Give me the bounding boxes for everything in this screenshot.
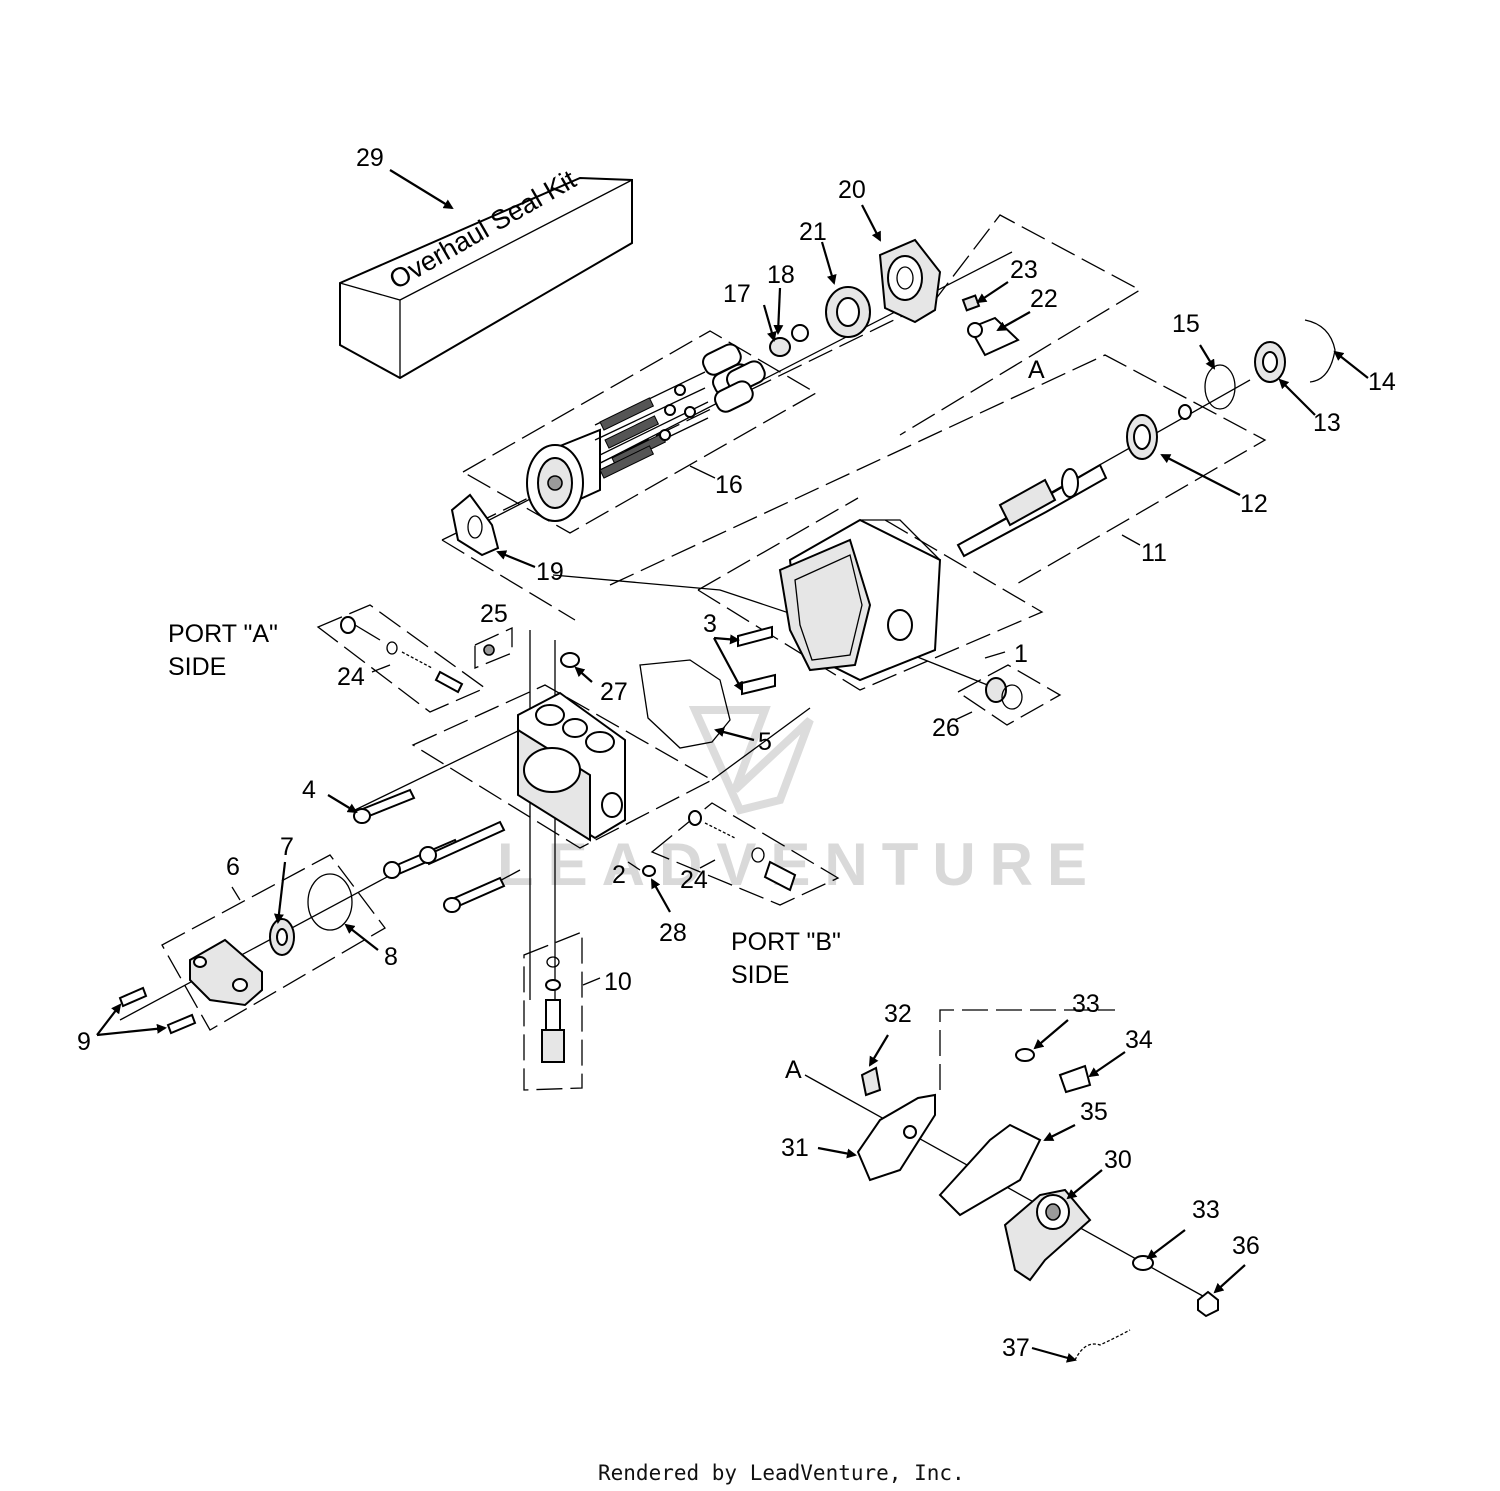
callout-29: 29 [356, 144, 384, 172]
shaft-seals-upper [769, 286, 871, 357]
center-section [517, 691, 626, 842]
axis-lines [119, 251, 1251, 1301]
callout-12: 12 [1240, 490, 1268, 518]
callout-33-upper: 33 [1072, 990, 1100, 1018]
check-valve-port-a [340, 616, 464, 694]
callout-6: 6 [226, 853, 240, 881]
callout-9: 9 [77, 1028, 91, 1056]
shaft-bearing [1126, 414, 1158, 460]
callout-24-upper: 24 [337, 663, 365, 691]
callout-25: 25 [480, 600, 508, 628]
kit-outlines [161, 214, 1267, 1091]
rotating-kit [526, 343, 766, 522]
callout-labels: 29 20 21 18 17 23 22 A 15 14 13 16 12 11… [77, 144, 1396, 1362]
ref-a-upper: A [1028, 356, 1045, 384]
callout-16: 16 [715, 471, 743, 499]
leader-lines [96, 169, 1369, 1363]
port-b-line1: PORT "B" [731, 928, 841, 956]
callout-8: 8 [384, 943, 398, 971]
callout-21: 21 [799, 218, 827, 246]
footer-credit: Rendered by LeadVenture, Inc. [598, 1461, 965, 1485]
trunnion-housing [878, 238, 942, 324]
callout-26: 26 [932, 714, 960, 742]
callout-28: 28 [659, 919, 687, 947]
callout-17: 17 [723, 280, 751, 308]
housing-seal [985, 677, 1023, 710]
callout-36: 36 [1232, 1232, 1260, 1260]
control-linkage [856, 1048, 1219, 1361]
watermark-text: LEADVENTURE [497, 831, 1101, 898]
seal-kit-box: Overhaul Seal Kit [339, 164, 633, 380]
callout-4: 4 [302, 776, 316, 804]
callout-18: 18 [767, 261, 795, 289]
shaft-seals-outer [1178, 319, 1336, 420]
port-b-line2: SIDE [731, 961, 789, 989]
callout-2: 2 [612, 861, 626, 889]
check-valve-port-b [688, 810, 797, 892]
callout-34: 34 [1125, 1026, 1153, 1054]
callout-11: 11 [1141, 539, 1167, 567]
callout-35: 35 [1080, 1098, 1108, 1126]
main-housing [778, 518, 942, 682]
callout-31: 31 [781, 1134, 809, 1162]
callout-37: 37 [1002, 1334, 1030, 1362]
port-a-line1: PORT "A" [168, 620, 278, 648]
callout-33-lower: 33 [1192, 1196, 1220, 1224]
small-fittings [483, 644, 656, 877]
callout-5: 5 [758, 728, 772, 756]
swash-plate [450, 493, 500, 557]
callout-24-lower: 24 [680, 866, 708, 894]
callout-30: 30 [1104, 1146, 1132, 1174]
callout-32: 32 [884, 1000, 912, 1028]
cover-screws [118, 986, 197, 1035]
dowel-pins [737, 625, 776, 696]
callout-23: 23 [1010, 256, 1038, 284]
callout-15: 15 [1172, 310, 1200, 338]
callout-10: 10 [604, 968, 632, 996]
callout-7: 7 [280, 833, 294, 861]
callout-14: 14 [1368, 368, 1396, 396]
gasket [639, 659, 731, 749]
charge-pump [189, 873, 353, 1007]
trunnion-arm [961, 294, 1020, 357]
ref-a-lower: A [785, 1056, 802, 1084]
callout-13: 13 [1313, 409, 1341, 437]
callout-20: 20 [838, 176, 866, 204]
callout-22: 22 [1030, 285, 1058, 313]
port-a-line2: SIDE [168, 653, 226, 681]
bypass-valve [541, 956, 565, 1063]
callout-1: 1 [1014, 640, 1028, 668]
callout-19: 19 [536, 558, 564, 586]
bolts [353, 788, 506, 913]
callout-27: 27 [600, 678, 628, 706]
input-shaft [956, 463, 1108, 558]
callout-3: 3 [703, 610, 717, 638]
